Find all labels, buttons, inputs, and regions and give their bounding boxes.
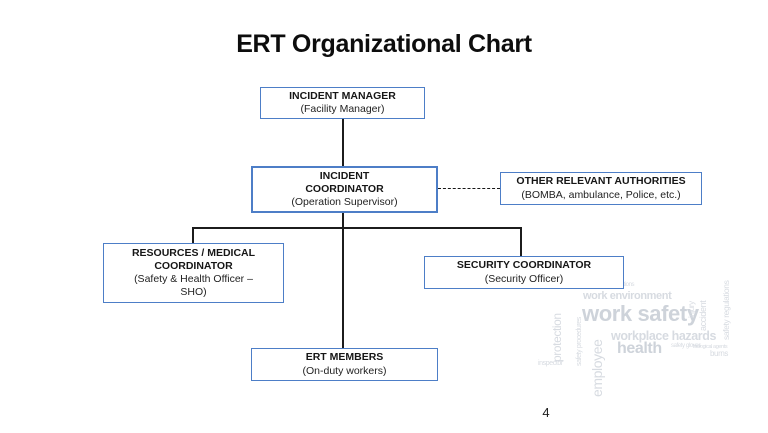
box-title: OTHER RELEVANT AUTHORITIES	[516, 175, 686, 188]
box-subtitle: (Safety & Health Officer – SHO)	[134, 273, 253, 299]
org-box-incident-coordinator: INCIDENT COORDINATOR (Operation Supervis…	[251, 166, 438, 213]
org-box-ert-members: ERT MEMBERS (On-duty workers)	[251, 348, 438, 381]
page-number: 4	[542, 405, 550, 420]
watermark-word: burns	[710, 349, 729, 358]
connector-manager-coordinator	[342, 118, 344, 167]
connector-drop-resources	[192, 227, 194, 244]
watermark-word: safety regulations	[721, 280, 731, 340]
watermark-word: inspector	[538, 360, 563, 367]
watermark-word: employee	[589, 339, 605, 397]
watermark-word: work environment	[583, 290, 672, 302]
watermark-word: health	[617, 340, 662, 357]
watermark-word: biological agents	[693, 344, 728, 350]
watermark-word: safety procedures	[576, 317, 583, 366]
box-title: INCIDENT MANAGER	[289, 89, 396, 102]
box-title: ERT MEMBERS	[305, 351, 384, 364]
connector-dashed-authorities	[438, 188, 500, 189]
watermark-word: injury	[687, 301, 696, 318]
watermark-word: safety gloves	[671, 343, 701, 349]
org-box-security-coordinator: SECURITY COORDINATOR (Security Officer)	[424, 256, 624, 289]
box-subtitle: (Operation Supervisor)	[291, 196, 398, 209]
org-box-resources-medical-coordinator: RESOURCES / MEDICAL COORDINATOR (Safety …	[103, 243, 284, 303]
box-subtitle: (On-duty workers)	[302, 364, 387, 377]
box-subtitle: (BOMBA, ambulance, Police, etc.)	[521, 188, 681, 201]
org-box-incident-manager: INCIDENT MANAGER (Facility Manager)	[260, 87, 425, 119]
org-box-other-relevant-authorities: OTHER RELEVANT AUTHORITIES (BOMBA, ambul…	[500, 172, 702, 205]
connector-coordinator-ert	[342, 213, 344, 349]
watermark-word: workplace hazards	[611, 329, 717, 343]
box-title: RESOURCES / MEDICAL COORDINATOR	[131, 246, 256, 272]
box-subtitle: (Facility Manager)	[300, 103, 385, 115]
box-title: SECURITY COORDINATOR	[456, 259, 592, 272]
connector-horizontal-bar	[192, 227, 522, 229]
watermark-word: protection	[550, 313, 564, 362]
watermark-word: accident	[698, 300, 708, 331]
slide-title: ERT Organizational Chart	[236, 30, 532, 58]
watermark-word: work safety	[582, 301, 699, 326]
box-subtitle: (Security Officer)	[484, 272, 564, 285]
box-title: INCIDENT COORDINATOR	[305, 169, 384, 195]
connector-drop-security	[520, 227, 522, 257]
